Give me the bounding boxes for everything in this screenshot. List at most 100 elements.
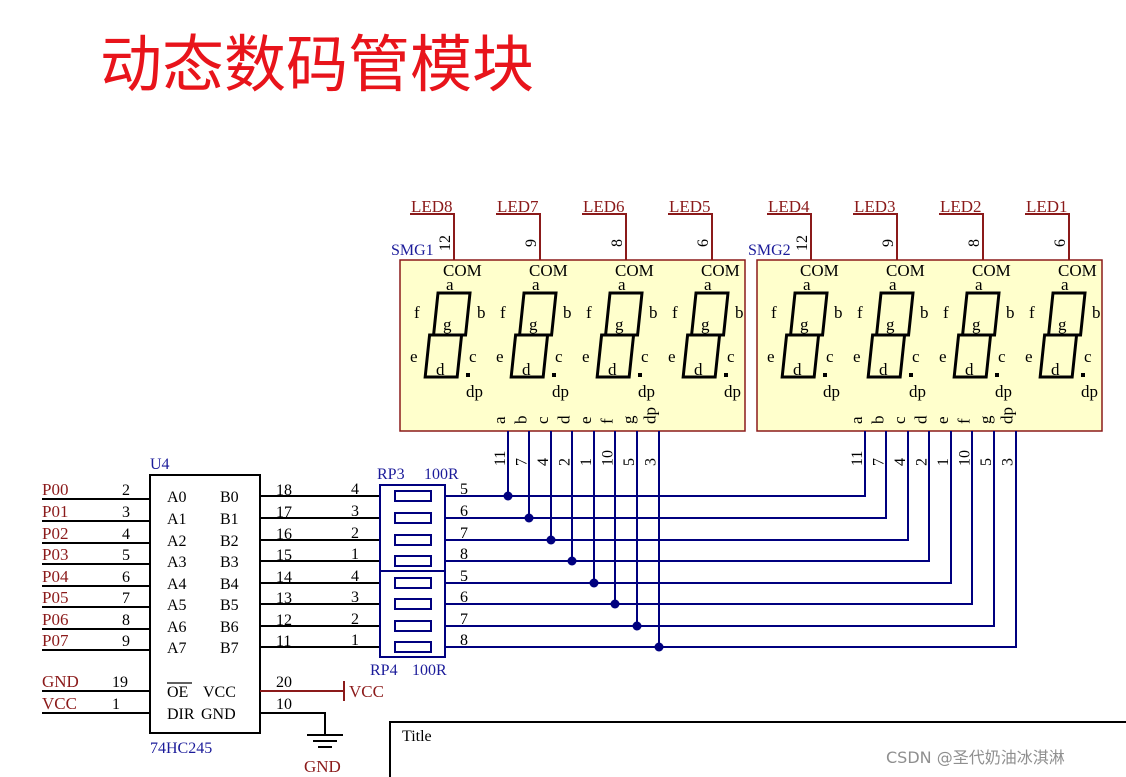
port-net-label: P00 (42, 480, 68, 499)
port-net-label: P02 (42, 524, 68, 543)
seg-label-e: e (853, 347, 861, 366)
seg-label-f: f (943, 303, 949, 322)
seg-label-dp: dp (1081, 382, 1098, 401)
ic-pin-number: 9 (122, 633, 130, 650)
port-net-label: P03 (42, 545, 68, 564)
seg-label-d: d (694, 360, 703, 379)
seg-label-c: c (469, 347, 477, 366)
com-net-label: LED2 (940, 197, 982, 216)
seg-label-a: a (446, 275, 454, 294)
dp-dot (552, 373, 556, 377)
bottom-seg-label: e (576, 416, 595, 424)
com-wire (853, 213, 898, 260)
com-pin-number: 12 (437, 235, 454, 251)
ic-pin-name: A1 (167, 511, 187, 528)
segment-pin-number: 11 (492, 451, 509, 466)
junction-dot (567, 556, 577, 566)
segment-bus-wire (445, 431, 909, 541)
rpack-pin-number: 4 (351, 481, 359, 498)
junction-dot (589, 578, 599, 588)
bottom-seg-label: d (555, 415, 574, 424)
segment-pin-number: 7 (514, 458, 531, 466)
bottom-seg-label: dp (998, 407, 1017, 424)
com-label: COM (615, 261, 654, 280)
seg-label-g: g (972, 315, 981, 334)
seg-label-b: b (1006, 303, 1015, 322)
ic-pin-number: 11 (276, 633, 291, 650)
ic-pin-name: A5 (167, 597, 187, 614)
ic-pin-number: 13 (276, 590, 292, 607)
resistor-element (394, 598, 432, 610)
com-wire (668, 213, 713, 260)
seg-label-e: e (1025, 347, 1033, 366)
seg-label-e: e (582, 347, 590, 366)
watermark: CSDN @圣代奶油冰淇淋 (886, 748, 1065, 767)
com-wire (939, 213, 984, 260)
seg-label-dp: dp (638, 382, 655, 401)
com-net-label: LED8 (411, 197, 453, 216)
resistor-element (394, 534, 432, 546)
segment-bus-wire (445, 431, 952, 584)
seg-label-a: a (889, 275, 897, 294)
ic-pin-name: B5 (220, 597, 239, 614)
rpack-value: 100R (424, 466, 459, 483)
seg-label-d: d (436, 360, 445, 379)
dp-dot (724, 373, 728, 377)
port-net-label: P05 (42, 588, 68, 607)
seg-label-f: f (857, 303, 863, 322)
ic-pin-name: B4 (220, 576, 239, 593)
ic-pin-name: A3 (167, 554, 187, 571)
ic-pin-number: 7 (122, 590, 130, 607)
seg-label-g: g (800, 315, 809, 334)
rpack-pin-number: 5 (460, 481, 468, 498)
junction-dot (610, 599, 620, 609)
ic-pin-name: A7 (167, 640, 187, 657)
com-wire (496, 213, 541, 260)
segment-pin-number: 3 (1000, 458, 1017, 466)
com-net-label: LED5 (669, 197, 711, 216)
seg-label-e: e (668, 347, 676, 366)
rpack-ref: RP4 (370, 662, 398, 679)
seg-label-f: f (500, 303, 506, 322)
resistor-element (394, 555, 432, 567)
seg-label-d: d (522, 360, 531, 379)
digit-segments (681, 291, 730, 379)
ic-pin-number: 10 (276, 696, 292, 713)
dp-dot (823, 373, 827, 377)
ic-ref: U4 (150, 456, 170, 473)
bottom-seg-label: c (890, 416, 909, 424)
page-title: 动态数码管模块 (100, 32, 534, 100)
ic-pin-number: 1 (112, 696, 120, 713)
seg-label-g: g (1058, 315, 1067, 334)
com-pin-number: 9 (880, 239, 897, 247)
com-label: COM (529, 261, 568, 280)
bottom-seg-label: g (976, 415, 995, 424)
resistor-element (394, 577, 432, 589)
rpack-pin-number: 6 (460, 589, 468, 606)
ic-pin-number: 8 (122, 612, 130, 629)
dp-dot (638, 373, 642, 377)
segment-bus-wire (445, 431, 995, 627)
segment-pin-number: 1 (578, 458, 595, 466)
segment-pin-number: 2 (557, 458, 574, 466)
port-net-label: P07 (42, 631, 69, 650)
seg-label-d: d (793, 360, 802, 379)
segment-pin-number: 5 (978, 458, 995, 466)
com-net-label: LED3 (854, 197, 896, 216)
resistor-element (394, 620, 432, 632)
ic-pin-name: B6 (220, 619, 239, 636)
ic-pin-number: 2 (122, 482, 130, 499)
digit-segments (595, 291, 644, 379)
segment-bus-wire (445, 431, 887, 519)
com-net-label: LED4 (768, 197, 810, 216)
seg-label-e: e (410, 347, 418, 366)
digit-segments (509, 291, 558, 379)
seg-label-a: a (803, 275, 811, 294)
